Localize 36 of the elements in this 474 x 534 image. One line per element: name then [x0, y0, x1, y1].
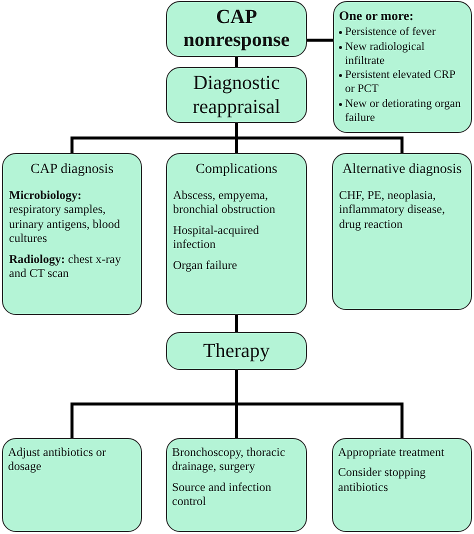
body-text: Radiology: chest x-ray and CT scan: [9, 252, 122, 280]
category-box: [332, 153, 472, 310]
body-text: CHF, PE, neoplasia, inflammatory disease, drug reaction: [339, 188, 446, 232]
body-text: Adjust antibiotics or dosage: [8, 445, 107, 474]
connector-line: [307, 38, 333, 42]
action-box: [332, 438, 472, 532]
body-text: Abscess, empyema, bronchial obstruction: [173, 188, 276, 217]
body-text: Bronchoscopy, thoracic drainage, surgery: [172, 445, 286, 474]
bullet-item: New radiological infiltrate: [345, 40, 426, 68]
process-box: [166, 332, 307, 370]
bullet-item: New or detiorating organ failure: [345, 98, 462, 126]
process-box: [166, 67, 307, 123]
list-heading: One or more:: [339, 8, 415, 24]
bullet-item: Persistence of fever: [345, 26, 436, 40]
category-box: [2, 153, 142, 315]
body-text: Consider stopping antibiotics: [338, 465, 427, 494]
section-heading: Alternative diagnosis: [341, 162, 463, 178]
node-title: Therapy: [203, 339, 270, 363]
body-text: Appropriate treatment: [338, 445, 446, 460]
node-title: CAP nonresponse: [182, 6, 291, 52]
connector-line: [235, 123, 404, 153]
criteria-box: [333, 1, 472, 133]
section-heading: CAP diagnosis: [29, 162, 115, 178]
category-box: [166, 153, 307, 315]
section-heading: Complications: [194, 162, 278, 178]
action-box: [166, 438, 307, 532]
connector-line: [235, 57, 238, 67]
body-text: Organ failure: [173, 258, 238, 272]
title-box: [166, 1, 307, 57]
body-text: Microbiology: respiratory samples, urinary antigens, blood cultures: [9, 188, 121, 246]
body-text: Source and infection control: [172, 480, 272, 509]
body-text: Hospital-acquired infection: [173, 222, 260, 252]
node-title: Diagnostic reappraisal: [192, 71, 282, 119]
connector-line: [235, 315, 238, 332]
action-box: [2, 438, 142, 532]
bullet-item: Persistent elevated CRP or PCT: [345, 69, 456, 97]
